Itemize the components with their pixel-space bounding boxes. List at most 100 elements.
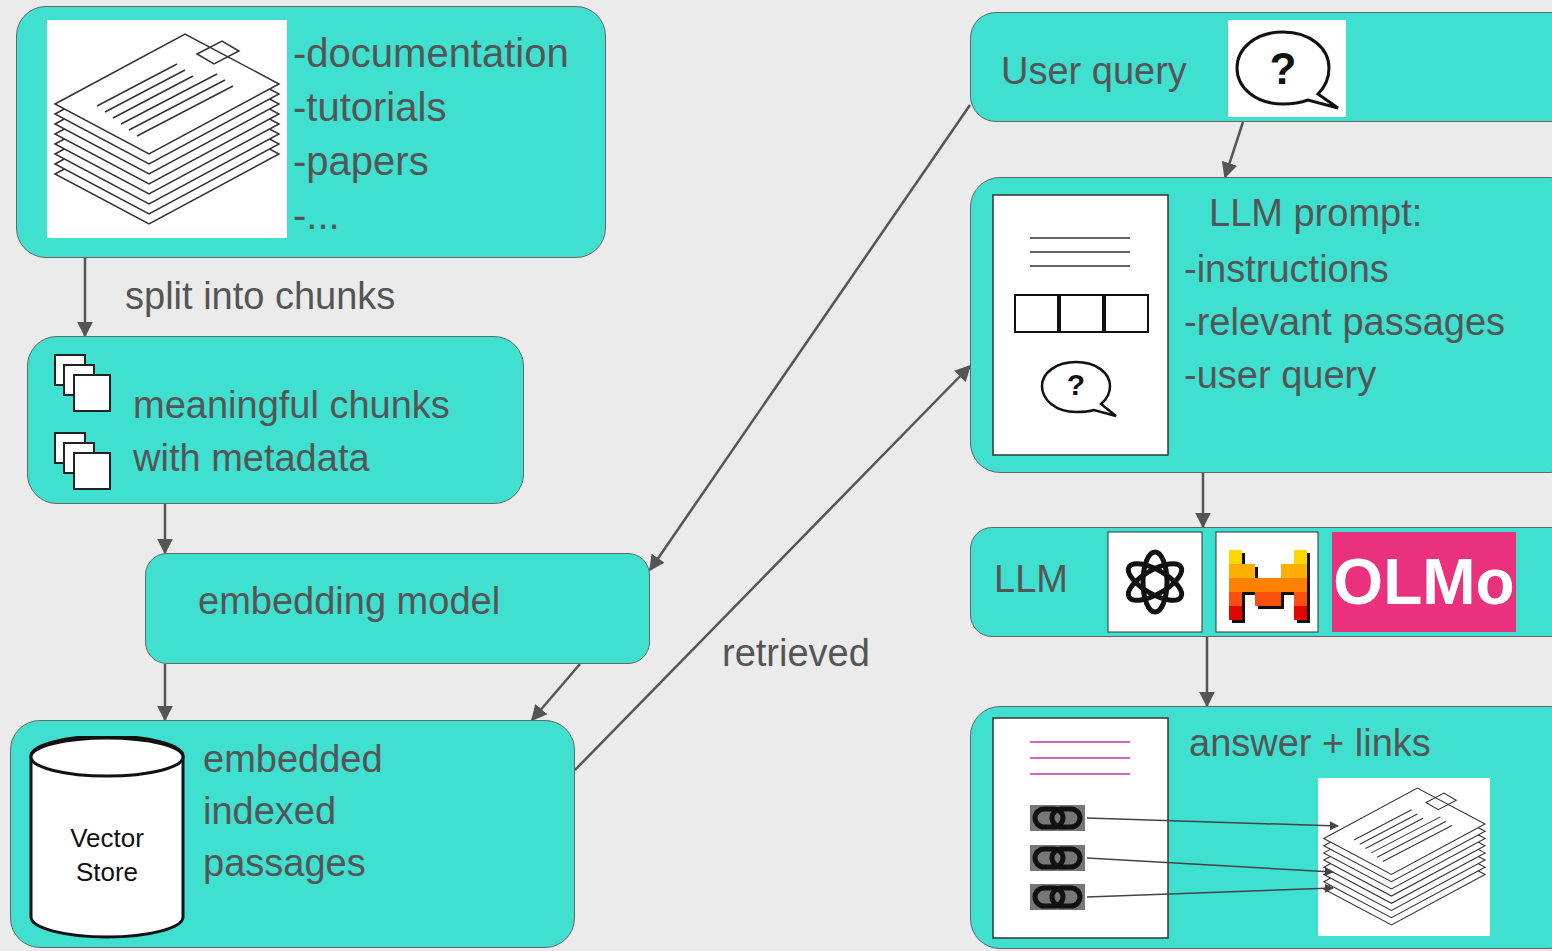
node-text: answer + links	[1189, 720, 1544, 766]
prompt-page-part	[1015, 295, 1058, 332]
link-icons	[1030, 805, 1085, 910]
mistral-blocks-part	[1229, 592, 1242, 606]
question-mark: ?	[1056, 367, 1096, 403]
chunk-icons	[55, 355, 110, 489]
openai-logo-part	[1108, 532, 1202, 632]
text-holder: LLM prompt:	[1209, 190, 1544, 236]
flow-arrow	[532, 664, 580, 720]
mistral-blocks-part	[1281, 578, 1294, 592]
link-icons-part	[1030, 845, 1085, 871]
olmo-logo	[1332, 532, 1516, 632]
prompt-page-part	[1060, 295, 1103, 332]
documents-illustration-part	[55, 34, 279, 224]
label-holder: split into chunks	[125, 273, 395, 319]
text-holder: embedded indexed passages	[203, 733, 483, 889]
chunk-icons-part	[55, 433, 110, 489]
mistral-blocks-part	[1294, 606, 1307, 620]
cylinder-body	[31, 736, 183, 937]
answer-page-part	[993, 718, 1168, 938]
mistral-blocks-part	[1229, 606, 1242, 620]
embedding-model-box: embedding model	[145, 553, 650, 664]
node-text: -user query	[1184, 352, 1546, 398]
text-holder: -user query	[1184, 352, 1546, 398]
mistral-blocks-part	[1268, 578, 1281, 592]
prompt-page-part	[1105, 295, 1148, 332]
openai-logo-part-part	[1143, 552, 1167, 612]
flow-arrow	[1225, 122, 1243, 177]
prompt-page-part	[993, 195, 1168, 455]
link-icons-part	[1030, 884, 1085, 910]
mistral-blocks-part	[1229, 578, 1242, 592]
label-holder: ?	[1056, 367, 1096, 403]
node-text: -instructions	[1184, 246, 1546, 292]
node-text: -documentation	[293, 29, 593, 77]
answer-page-part	[1324, 788, 1485, 925]
node-text: -papers	[293, 137, 593, 185]
flow-arrow	[164, 504, 167, 553]
answer-page-part	[1087, 858, 1333, 872]
node-text: -...	[293, 191, 593, 239]
edge-label: retrieved	[722, 630, 870, 676]
text-holder: -instructions	[1184, 246, 1546, 292]
flow-arrow	[650, 105, 970, 570]
label-holder: retrieved	[722, 630, 870, 676]
node-text: -relevant passages	[1184, 299, 1546, 345]
mistral-blocks-part	[1294, 550, 1307, 564]
prompt-page-part	[1030, 265, 1130, 267]
node-text: meaningful chunks with metadata	[133, 379, 493, 485]
text-holder: User query	[1001, 48, 1221, 94]
mistral-logo-part	[1216, 532, 1318, 632]
logo-text: OLMo	[1332, 544, 1516, 620]
label-holder: OLMo	[1332, 544, 1516, 620]
openai-logo-part-part	[1123, 557, 1187, 608]
answer-page-part	[1087, 888, 1333, 897]
prompt-page-part	[1030, 237, 1130, 239]
question-mark: ?	[1253, 42, 1313, 95]
link-icons-part	[1052, 888, 1080, 906]
mistral-blocks-part	[1242, 564, 1255, 578]
answer-page-part	[1087, 818, 1338, 826]
mistral-blocks-part	[1229, 550, 1242, 564]
mistral-blocks-part	[1229, 564, 1242, 578]
text-holder: answer + links	[1189, 720, 1544, 766]
node-text: embedded indexed passages	[203, 733, 483, 889]
text-holder: -documentation	[293, 29, 593, 77]
node-text: LLM	[994, 556, 1104, 602]
node-text: embedding model	[198, 578, 638, 624]
text-holder: -...	[293, 191, 593, 239]
text-holder: meaningful chunks with metadata	[133, 379, 493, 485]
olmo-logo-part	[1332, 532, 1516, 632]
vector-store-box: embedded indexed passagesVector Store	[10, 720, 575, 948]
user-query-bubble-part	[1228, 20, 1346, 117]
answer-page-part	[1030, 741, 1130, 743]
openai-logo-part-part	[1123, 557, 1187, 608]
documents-illustration-part	[47, 20, 287, 238]
text-holder: embedding model	[198, 578, 638, 624]
mistral-blocks-part	[1294, 578, 1307, 592]
text-holder: LLM	[994, 556, 1104, 602]
openai-logo	[1108, 532, 1202, 632]
mistral-blocks	[1229, 550, 1310, 623]
user-query-bubble	[1228, 20, 1346, 117]
mistral-blocks-part	[1294, 592, 1307, 606]
user-query-bubble-part	[1237, 32, 1338, 108]
text-holder: Vector Store	[42, 821, 172, 889]
link-icons-part	[1052, 849, 1080, 867]
node-text: LLM prompt:	[1209, 190, 1544, 236]
flow-arrow	[164, 664, 167, 720]
flow-arrow	[1202, 473, 1205, 527]
mistral-blocks-part	[1242, 578, 1255, 592]
answer-page	[993, 718, 1490, 938]
vector-store-cylinder: Vector Store	[29, 736, 185, 939]
text-holder: -relevant passages	[1184, 299, 1546, 345]
link-icons-part	[1030, 805, 1085, 831]
mistral-blocks-part	[1268, 592, 1281, 606]
mistral-blocks-part	[1294, 564, 1307, 578]
mistral-logo	[1216, 532, 1318, 632]
node-text: User query	[1001, 48, 1221, 94]
text-holder: -papers	[293, 137, 593, 185]
node-text: Vector Store	[42, 821, 172, 889]
text-holder: -tutorials	[293, 83, 593, 131]
edge-label: split into chunks	[125, 273, 395, 319]
cylinder-top	[31, 738, 183, 776]
